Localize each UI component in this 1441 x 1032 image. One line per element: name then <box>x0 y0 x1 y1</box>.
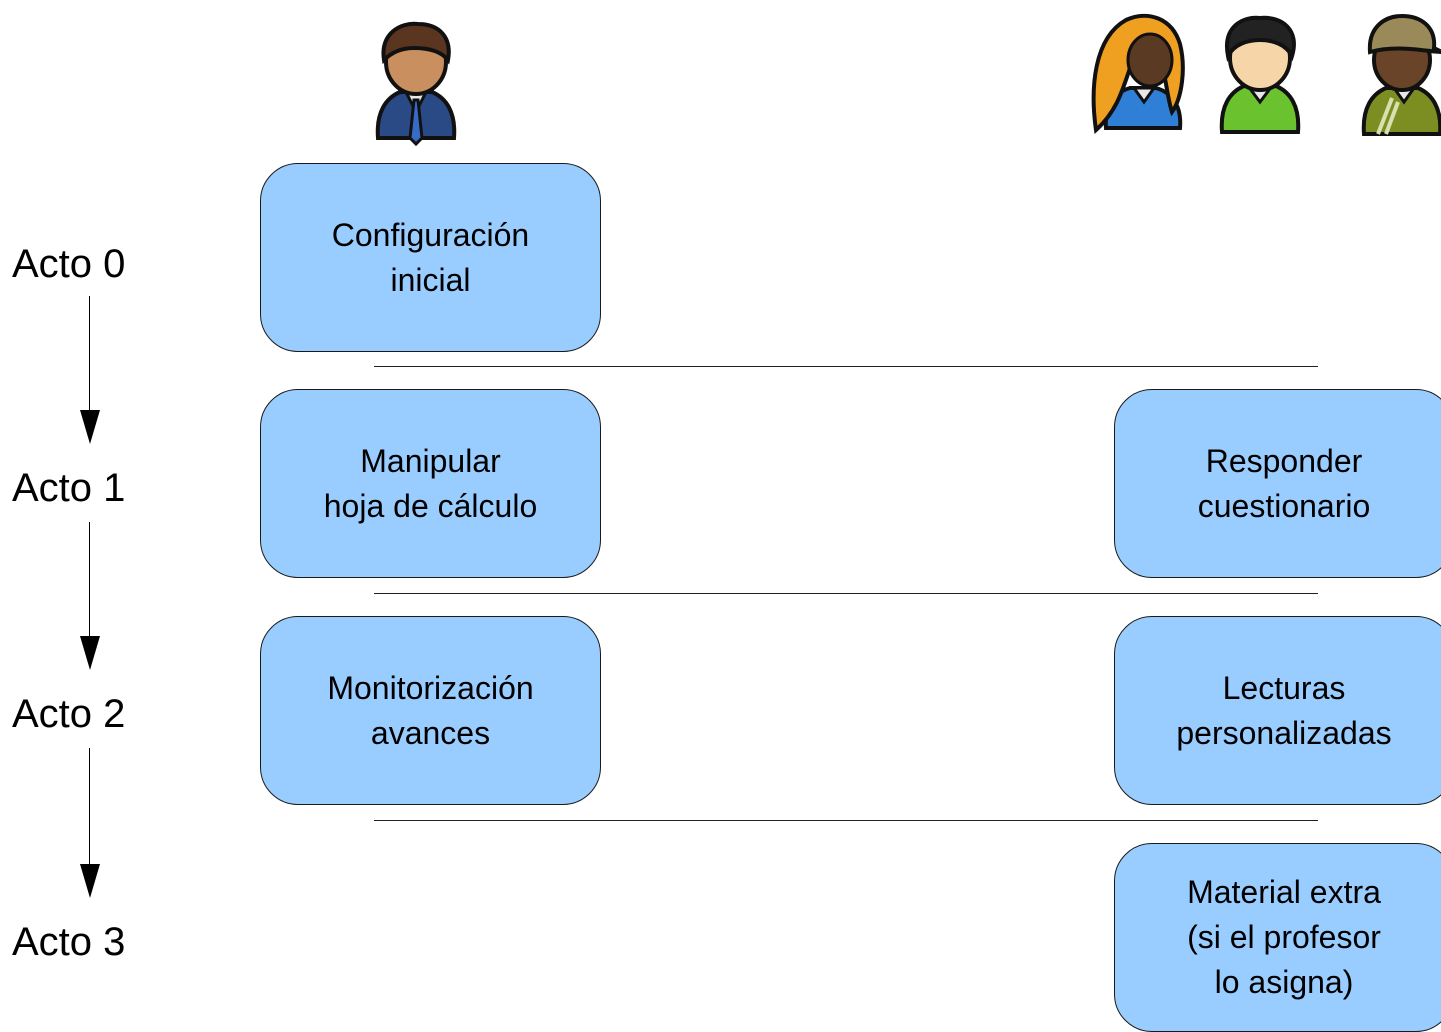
teacher-activity-box: Monitorización avances <box>260 616 601 805</box>
activity-text: Material extra (si el profesor lo asigna… <box>1187 874 1381 1000</box>
student-activity-box: Responder cuestionario <box>1114 389 1441 578</box>
act-label-2: Acto 2 <box>12 692 126 736</box>
arrowhead-icon <box>80 410 100 444</box>
teacher-icon <box>375 21 457 147</box>
teacher-activity-box: Manipular hoja de cálculo <box>260 389 601 578</box>
act-separator <box>374 593 1318 594</box>
activity-text: Configuración inicial <box>331 216 530 298</box>
student-girl-icon <box>1091 14 1185 134</box>
student-cap-icon <box>1361 13 1441 136</box>
timeline-line-2-3 <box>89 748 90 868</box>
timeline-line-1-2 <box>89 522 90 642</box>
act-separator <box>374 820 1318 821</box>
activity-text: Lecturas personalizadas <box>1176 669 1392 751</box>
act-label-1: Acto 1 <box>12 466 126 510</box>
activity-text: Monitorización avances <box>327 669 534 751</box>
act-label-3: Acto 3 <box>12 920 126 964</box>
student-boy-icon <box>1219 15 1301 134</box>
arrowhead-icon <box>80 864 100 898</box>
arrowhead-icon <box>80 636 100 670</box>
timeline-line-0-1 <box>89 296 90 416</box>
student-activity-box: Material extra (si el profesor lo asigna… <box>1114 843 1441 1032</box>
student-activity-box: Lecturas personalizadas <box>1114 616 1441 805</box>
teacher-activity-box: Configuración inicial <box>260 163 601 352</box>
act-label-0: Acto 0 <box>12 242 126 286</box>
activity-text: Responder cuestionario <box>1197 442 1371 524</box>
activity-text: Manipular hoja de cálculo <box>323 442 538 524</box>
act-separator <box>374 366 1318 367</box>
